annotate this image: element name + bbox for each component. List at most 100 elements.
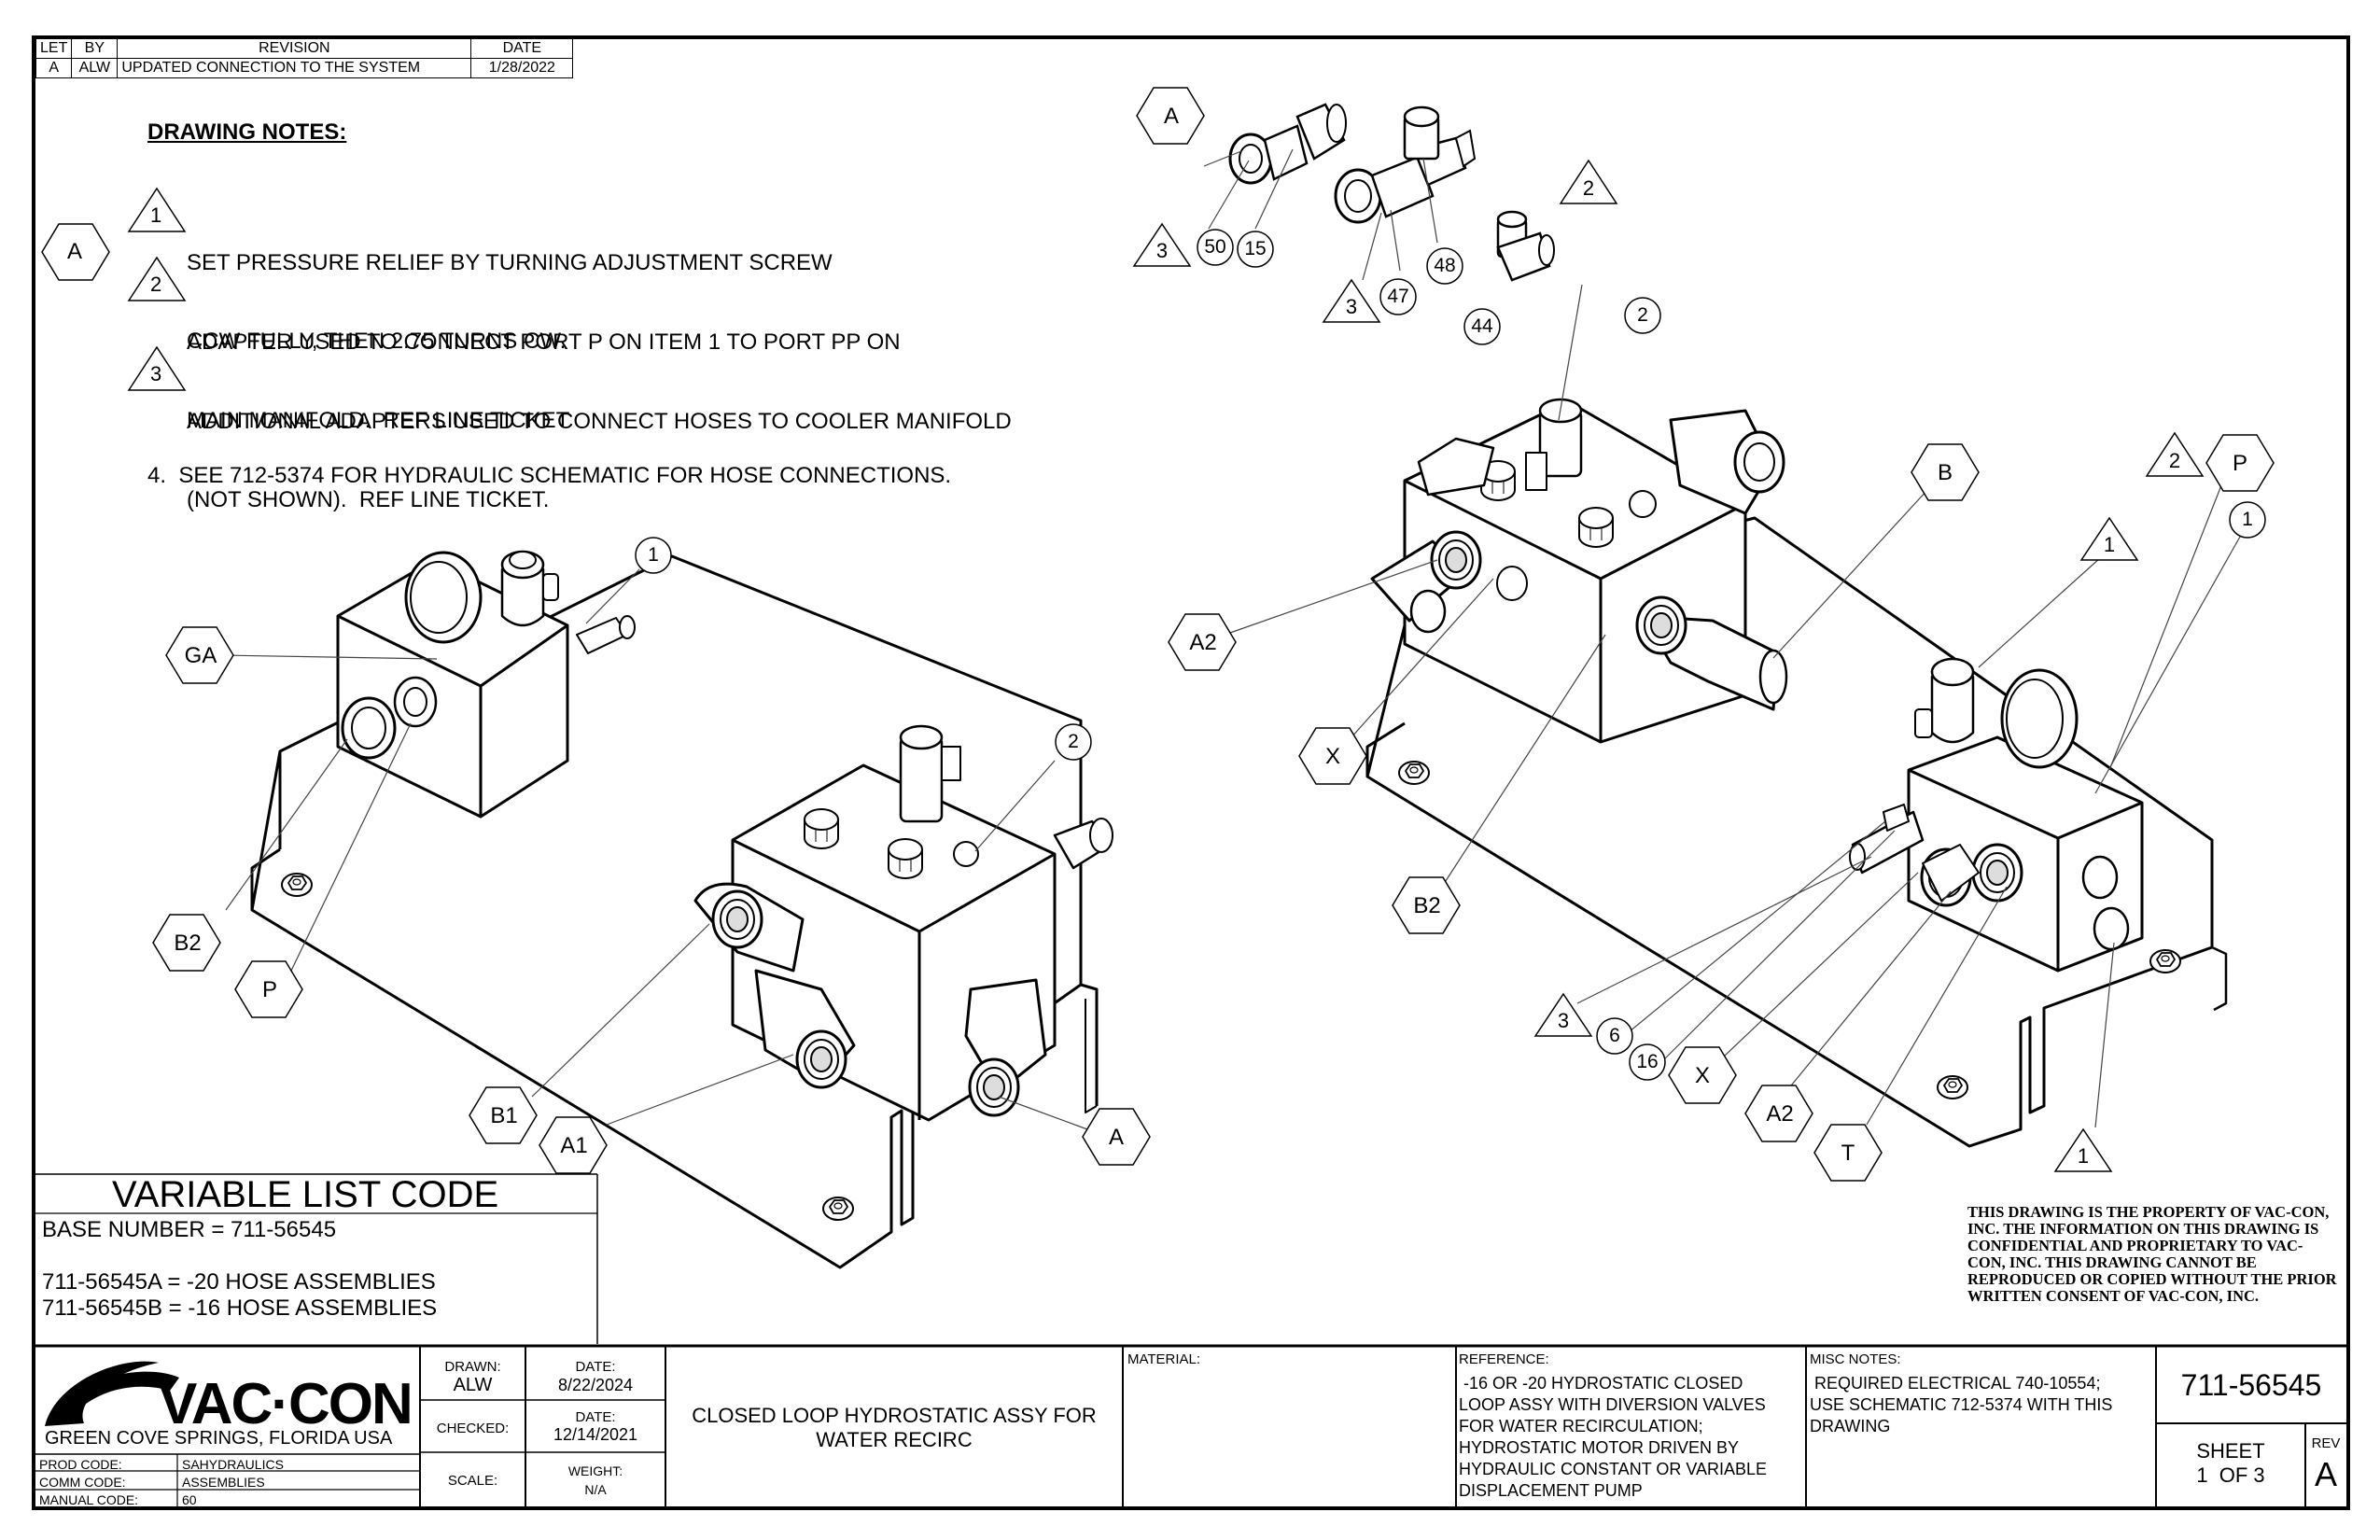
triangle-callout-3-b (1322, 278, 1381, 323)
hex-label-b2-right: B2 (1413, 893, 1441, 918)
variable-list-box (35, 1173, 598, 1344)
detail-fittings (1228, 103, 1555, 282)
hex-label-a2-lower: A2 (1766, 1101, 1794, 1127)
hex-label-p-left: P (261, 977, 277, 1002)
hex-label-a1: A1 (560, 1133, 588, 1158)
circle-label-1-left: 1 (648, 544, 659, 566)
circle-callout-47 (1379, 278, 1417, 315)
triangle-note-1 (127, 187, 187, 232)
hex-callout-ga (165, 626, 234, 684)
rev-header-let: LET (35, 38, 73, 59)
circle-label-16: 16 (1636, 1051, 1659, 1072)
company-logo-text: VAC·CON (159, 1372, 413, 1436)
weight-label: WEIGHT: (567, 1463, 623, 1478)
circle-label-50: 50 (1204, 236, 1226, 258)
variable-list-line-a: 711-56545A = -20 HOSE ASSEMBLIES (42, 1269, 436, 1295)
triangle-note-2 (127, 256, 187, 301)
rev-cell-by: ALW (71, 58, 119, 78)
variable-list-base: BASE NUMBER = 711-56545 (42, 1217, 337, 1242)
misc-notes-line-1: REQUIRED ELECTRICAL 740-10554; (1810, 1374, 2101, 1393)
reference-line-1: -16 OR -20 HYDROSTATIC CLOSED (1459, 1374, 1743, 1393)
drawing-title-line-1: CLOSED LOOP HYDROSTATIC ASSY FOR (692, 1404, 1097, 1427)
leader-lines (219, 148, 2241, 1130)
hex-callout-a-detail (1136, 87, 1205, 145)
sheet-value: 1 OF 3 (2196, 1463, 2265, 1487)
hex-label-a2-right: A2 (1189, 630, 1217, 655)
drawing-border (32, 35, 2350, 1510)
circle-label-48: 48 (1434, 255, 1456, 276)
hex-label-t: T (1841, 1141, 1855, 1166)
triangle-callout-2-detail (1559, 159, 1618, 204)
hex-callout-a2-right (1168, 613, 1237, 671)
reference-line-4: HYDROSTATIC MOTOR DRIVEN BY (1459, 1438, 1740, 1457)
circle-callout-1-left (635, 537, 672, 574)
reference-label: REFERENCE: (1459, 1351, 1549, 1367)
prod-code-label: PROD CODE: (39, 1457, 122, 1472)
rev-label: REV (2311, 1435, 2341, 1451)
triangle-label-2-detail: 2 (1582, 176, 1595, 200)
revision-marker: A (67, 239, 83, 264)
revision-table-row: A ALW UPDATED CONNECTION TO THE SYSTEM 1… (35, 58, 574, 78)
comm-code-label: COMM CODE: (39, 1475, 126, 1490)
hex-callout-t (1813, 1124, 1883, 1182)
triangle-label-3-a: 3 (1155, 239, 1169, 262)
hex-label-a-detail: A (1163, 104, 1179, 129)
sheet-label: SHEET (2196, 1439, 2265, 1463)
circle-label-47: 47 (1387, 286, 1409, 307)
drawing-notes-title: DRAWING NOTES: (147, 119, 347, 145)
comm-code-value: ASSEMBLIES (182, 1475, 265, 1490)
hex-label-ga: GA (184, 643, 217, 668)
note-2-number: 2 (150, 273, 162, 296)
note-2-line-2: MAIN MANIFOLD. REF LINE TICKET (187, 408, 570, 433)
hex-callouts (41, 87, 2275, 1182)
reference-line-5: HYDRAULIC CONSTANT OR VARIABLE (1459, 1460, 1768, 1478)
hex-label-b-right: B (1937, 460, 1953, 485)
circle-callout-15 (1237, 231, 1274, 268)
drawn-label: DRAWN: (444, 1359, 501, 1375)
note-2-text: ADAPTER USED TO CONNECT PORT P ON ITEM 1… (187, 277, 901, 460)
circle-label-1-right: 1 (2242, 509, 2253, 530)
title-block-lines (35, 1344, 2346, 1506)
hex-callout-a-left (1082, 1108, 1151, 1166)
circle-callout-1-right (2229, 501, 2266, 539)
triangle-label-1-right: 1 (2103, 533, 2116, 556)
reference-line-2: LOOP ASSY WITH DIVERSION VALVES (1459, 1395, 1766, 1414)
rev-cell-revision: UPDATED CONNECTION TO THE SYSTEM (117, 58, 472, 78)
rev-value: A (2314, 1455, 2337, 1493)
circle-callout-2-right (1624, 297, 1661, 334)
weight-value: N/A (584, 1482, 607, 1497)
note-4-text: 4. SEE 712-5374 FOR HYDRAULIC SCHEMATIC … (147, 463, 952, 488)
rev-header-date: DATE (470, 38, 574, 59)
hex-label-x-upper: X (1324, 744, 1340, 769)
note-1-line-1: SET PRESSURE RELIEF BY TURNING ADJUSTMEN… (187, 250, 833, 275)
triangle-callout-1-bottom (2053, 1127, 2113, 1172)
hex-label-b2-left: B2 (174, 931, 202, 956)
triangle-callouts (127, 159, 2205, 1172)
vac-con-logo-mark (45, 1361, 179, 1426)
circle-label-6: 6 (1609, 1025, 1620, 1046)
company-location: GREEN COVE SPRINGS, FLORIDA USA (45, 1428, 393, 1449)
triangle-label-3-b: 3 (1345, 295, 1358, 318)
note-3-number: 3 (150, 362, 162, 385)
drawing-title-line-2: WATER RECIRC (816, 1428, 973, 1451)
hex-callout-b-right (1911, 443, 1980, 501)
variable-list-title: VARIABLE LIST CODE (112, 1174, 499, 1215)
hex-callout-a1 (539, 1116, 608, 1174)
triangle-label-3-right: 3 (1557, 1009, 1570, 1032)
variable-list-line-b: 711-56545B = -16 HOSE ASSEMBLIES (42, 1295, 438, 1321)
hex-callout-p-right (2205, 434, 2275, 492)
note-1-text: SET PRESSURE RELIEF BY TURNING ADJUSTMEN… (187, 198, 833, 381)
misc-notes-line-2: USE SCHEMATIC 712-5374 WITH THIS (1810, 1395, 2113, 1414)
circle-label-15: 15 (1244, 238, 1267, 259)
circle-label-2-right: 2 (1637, 304, 1648, 326)
revision-table: LET BY REVISION DATE A ALW UPDATED CONNE… (35, 38, 574, 78)
triangle-callout-3-right (1533, 992, 1593, 1037)
note-3-text: ADDITIONAL ADAPTERS USED TO CONNECT HOSE… (187, 357, 1012, 539)
hex-callout-b2-right (1392, 876, 1461, 934)
checked-date-value: 12/14/2021 (553, 1425, 638, 1444)
hex-callout-b1 (469, 1086, 538, 1144)
checked-date-label: DATE: (575, 1409, 616, 1425)
triangle-callout-1-right (2079, 516, 2139, 561)
hex-callout-x-upper (1298, 727, 1367, 785)
hex-callout-a2-lower (1744, 1085, 1813, 1142)
